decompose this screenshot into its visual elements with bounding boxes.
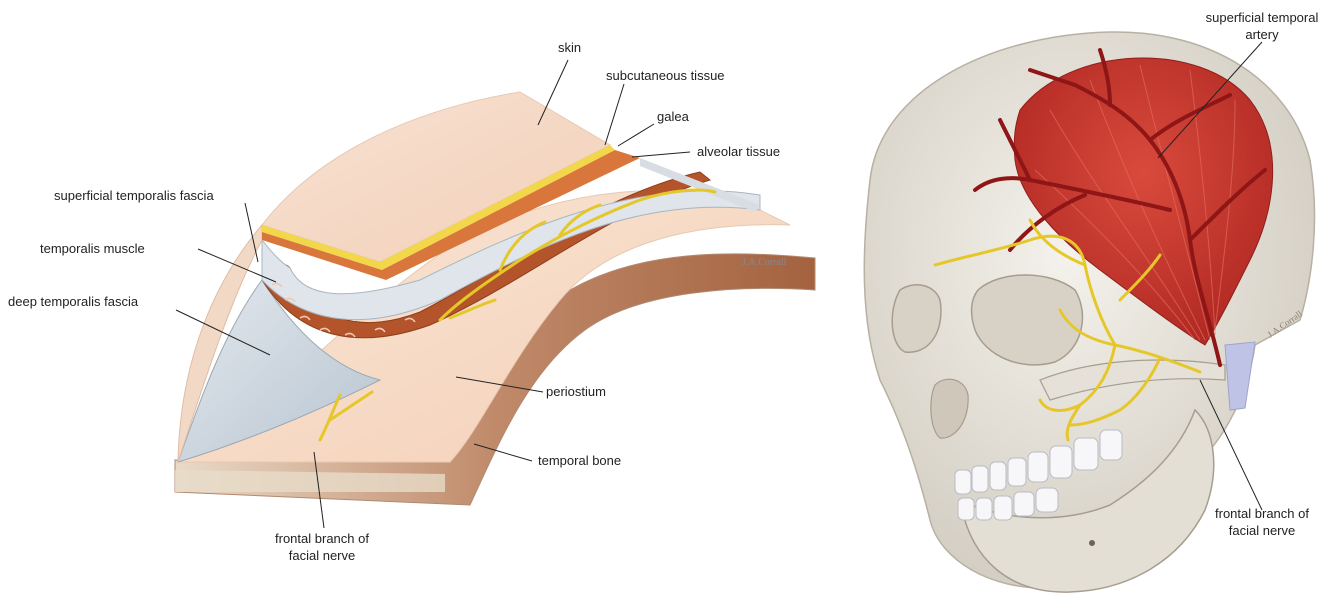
label-alveolar-tissue: alveolar tissue (697, 144, 780, 159)
label-frontal-branch-right-1: frontal branch of (1215, 506, 1309, 521)
label-temporalis-muscle: temporalis muscle (40, 241, 145, 256)
label-temporal-bone: temporal bone (538, 453, 621, 468)
label-superficial-temporalis-fascia: superficial temporalis fascia (54, 188, 214, 203)
artist-signature-left: J.A.Corrall (742, 257, 787, 268)
label-deep-temporalis-fascia: deep temporalis fascia (8, 294, 139, 309)
label-frontal-branch-right-2: facial nerve (1229, 523, 1295, 538)
label-artery-2: artery (1245, 27, 1279, 42)
label-frontal-branch-left-2: facial nerve (289, 548, 355, 563)
mental-foramen (1089, 540, 1095, 546)
label-periostium: periostium (546, 384, 606, 399)
label-galea: galea (657, 109, 690, 124)
ligament-band (1225, 342, 1255, 410)
label-artery-1: superficial temporal (1206, 10, 1319, 25)
label-skin: skin (558, 40, 581, 55)
label-frontal-branch-left-1: frontal branch of (275, 531, 369, 546)
label-subcutaneous-tissue: subcutaneous tissue (606, 68, 725, 83)
